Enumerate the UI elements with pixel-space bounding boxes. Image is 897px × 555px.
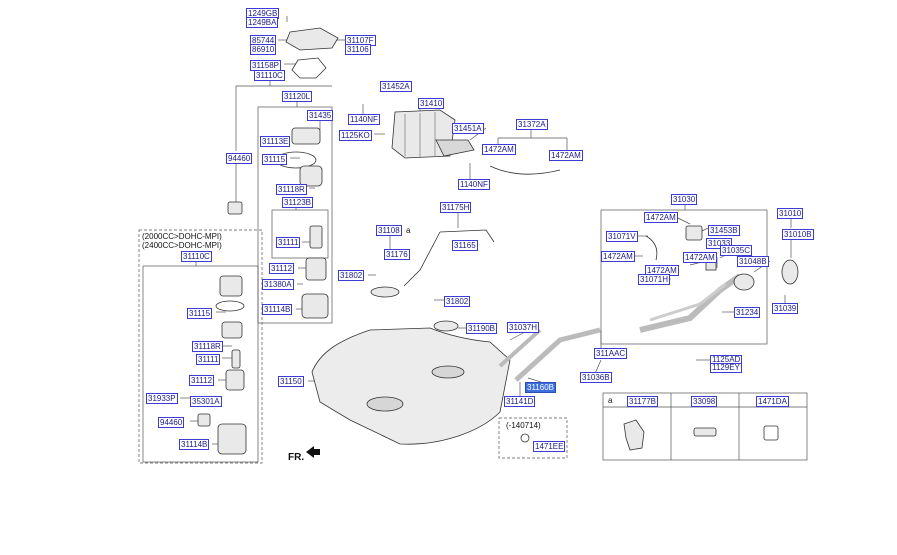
- legend-key-a: a: [608, 396, 613, 405]
- legend-table: [602, 392, 808, 461]
- label-1472AM-b: 1472AM: [549, 150, 583, 161]
- label-31160B: 31160B: [525, 382, 556, 393]
- label-31071H: 31071H: [638, 274, 671, 285]
- label-31435: 31435: [307, 110, 334, 121]
- label-31120L: 31120L: [282, 91, 313, 102]
- label-31141D: 31141D: [504, 396, 536, 407]
- label-variant-31111: 31111: [196, 354, 221, 365]
- label-1140NF-a: 1140NF: [348, 114, 380, 125]
- label-31114B: 31114B: [262, 304, 293, 315]
- pump-assembly-box: [257, 106, 333, 324]
- label-31410: 31410: [418, 98, 445, 109]
- front-indicator: FR.: [288, 452, 305, 463]
- label-31033: 31033: [706, 238, 733, 249]
- label-31452A: 31452A: [380, 81, 412, 92]
- label-31071V: 31071V: [606, 231, 638, 242]
- label-variant-35301A: 35301A: [190, 396, 222, 407]
- variant-inner-box: [142, 265, 259, 463]
- label-31175H: 31175H: [440, 202, 472, 213]
- label-31451A: 31451A: [452, 123, 484, 134]
- label-31802-a: 31802: [338, 270, 365, 281]
- label-1472AM-d: 1472AM: [601, 251, 635, 262]
- label-1472AM-a: 1472AM: [482, 144, 516, 155]
- label-variant-31114B: 31114B: [179, 439, 210, 450]
- label-311AAC: 311AAC: [594, 348, 628, 359]
- label-31372A: 31372A: [516, 119, 548, 130]
- label-31234: 31234: [734, 307, 761, 318]
- label-31108: 31108: [376, 225, 402, 236]
- label-1249BA: 1249BA: [246, 17, 279, 28]
- label-1472AM-c: 1472AM: [644, 212, 678, 223]
- legend-part-1471DA: 1471DA: [756, 396, 789, 407]
- legend-part-31177B: 31177B: [627, 396, 658, 407]
- label-31110C: 31110C: [254, 70, 285, 81]
- label-31010B: 31010B: [782, 229, 814, 240]
- label-31118R: 31118R: [276, 184, 307, 195]
- engine-variant-line1: (2000CC>DOHC-MPI): [142, 232, 222, 241]
- date-note-box: [498, 417, 568, 459]
- filler-assembly-box: [600, 209, 768, 345]
- label-1472AM-e: 1472AM: [683, 252, 717, 263]
- label-variant-31112: 31112: [189, 375, 215, 386]
- engine-variant-box: [138, 229, 263, 464]
- label-31037H: 31037H: [507, 322, 540, 333]
- label-31190B: 31190B: [466, 323, 497, 334]
- label-31010: 31010: [777, 208, 804, 219]
- label-31039: 31039: [772, 303, 799, 314]
- label-31802-b: 31802: [444, 296, 471, 307]
- label-31113E: 31113E: [260, 136, 291, 147]
- label-31453B: 31453B: [708, 225, 740, 236]
- label-31035C: 31035C: [720, 245, 753, 256]
- label-31176: 31176: [384, 249, 410, 260]
- label-31048B: 31048B: [737, 256, 769, 267]
- label-31106: 31106: [345, 44, 371, 55]
- label-31123B: 31123B: [282, 197, 313, 208]
- label-variant-31118R: 31118R: [192, 341, 223, 352]
- label-1129EY: 1129EY: [710, 363, 742, 373]
- label-variant-94460: 94460: [158, 417, 185, 428]
- label-94460: 94460: [226, 153, 253, 164]
- label-variant-31933P: 31933P: [146, 393, 178, 404]
- label-31165: 31165: [452, 240, 478, 251]
- callout-a: a: [406, 226, 411, 235]
- label-1125KO: 1125KO: [339, 130, 372, 141]
- label-31036B: 31036B: [580, 372, 612, 383]
- label-1471EE: 1471EE: [533, 441, 566, 452]
- label-variant-31110C: 31110C: [181, 251, 212, 262]
- date-note: (-140714): [506, 421, 541, 430]
- label-31111: 31111: [276, 237, 301, 248]
- legend-part-33098: 33098: [691, 396, 718, 407]
- label-31112: 31112: [269, 263, 295, 274]
- label-1140NF-b: 1140NF: [458, 179, 490, 190]
- label-31150: 31150: [278, 376, 304, 387]
- front-arrow-icon: [306, 446, 320, 458]
- label-31030: 31030: [671, 194, 698, 205]
- label-31380A: 31380A: [262, 279, 294, 290]
- label-31115: 31115: [262, 154, 288, 165]
- engine-variant-line2: (2400CC>DOHC-MPI): [142, 241, 222, 250]
- label-variant-31115: 31115: [187, 308, 213, 319]
- label-86910: 86910: [250, 44, 277, 55]
